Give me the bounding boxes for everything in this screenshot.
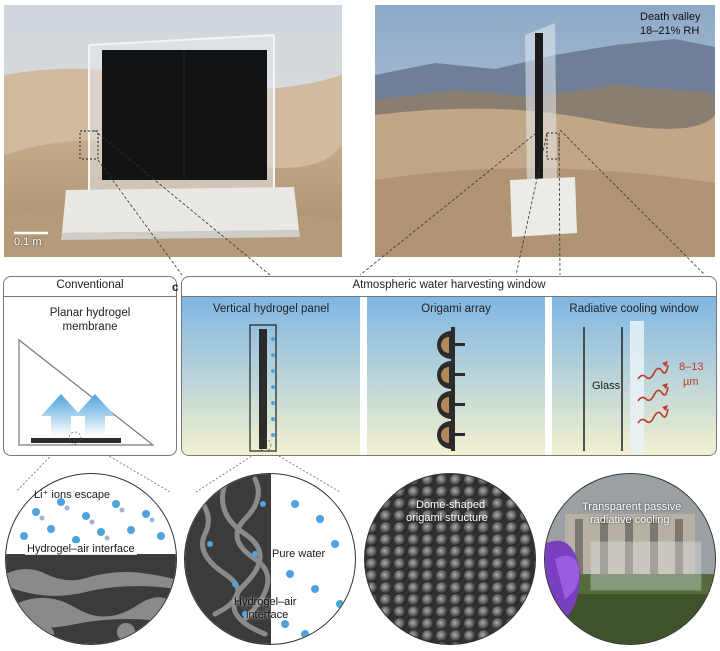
origami-array-diagram (437, 327, 465, 451)
vertical-hydrogel-diagram (249, 324, 277, 452)
humidity-label: 18–21% RH (640, 25, 700, 37)
circle-origami-photo (364, 473, 536, 645)
location-label: Death valley (640, 11, 701, 23)
photo-desert-panel-front (4, 5, 342, 257)
subpanel-1-title: Vertical hydrogel panel (212, 303, 330, 315)
circle-transparent-cooling (544, 473, 716, 645)
wavelength-label-2: µm (683, 376, 699, 388)
wavelength-label-1: 8–13 (679, 361, 704, 373)
transparent-cooling-label-2: radiative cooling (590, 514, 670, 526)
conventional-subtitle-2: membrane (62, 321, 118, 333)
subpanel-2-title: Origami array (421, 303, 491, 315)
conventional-title: Conventional (56, 279, 124, 291)
dome-shaped-label-2: origami structure (406, 512, 488, 524)
transparent-cooling-label-1: Transparent passive (582, 501, 682, 513)
dome-shaped-label-1: Dome-shaped (416, 499, 486, 511)
hydrogel-air-interface-label-2a: Hydrogel–air (234, 596, 297, 608)
conventional-header-divider (4, 296, 176, 297)
conventional-subtitle-1: Planar hydrogel (49, 307, 131, 319)
panel-letter-c: c (172, 280, 179, 294)
hydrogel-air-interface-label-1: Hydrogel–air interface (25, 543, 137, 555)
scale-bar-label: 0.1 m (14, 236, 42, 248)
panel-c-title: Atmospheric water harvesting window (352, 279, 546, 291)
panel-c-header-divider (182, 296, 716, 297)
hydrogel-air-interface-label-2b: interface (246, 609, 289, 621)
subpanel-vertical-hydrogel (182, 297, 360, 455)
subpanel-3-title: Radiative cooling window (569, 303, 699, 315)
li-ions-escape-label: Li⁺ ions escape (34, 489, 111, 501)
planar-membrane-diagram (18, 338, 155, 446)
glass-label: Glass (592, 380, 621, 392)
photo-desert-panel-side (375, 5, 715, 257)
radiative-cooling-diagram (583, 321, 669, 453)
pure-water-label: Pure water (272, 548, 326, 560)
